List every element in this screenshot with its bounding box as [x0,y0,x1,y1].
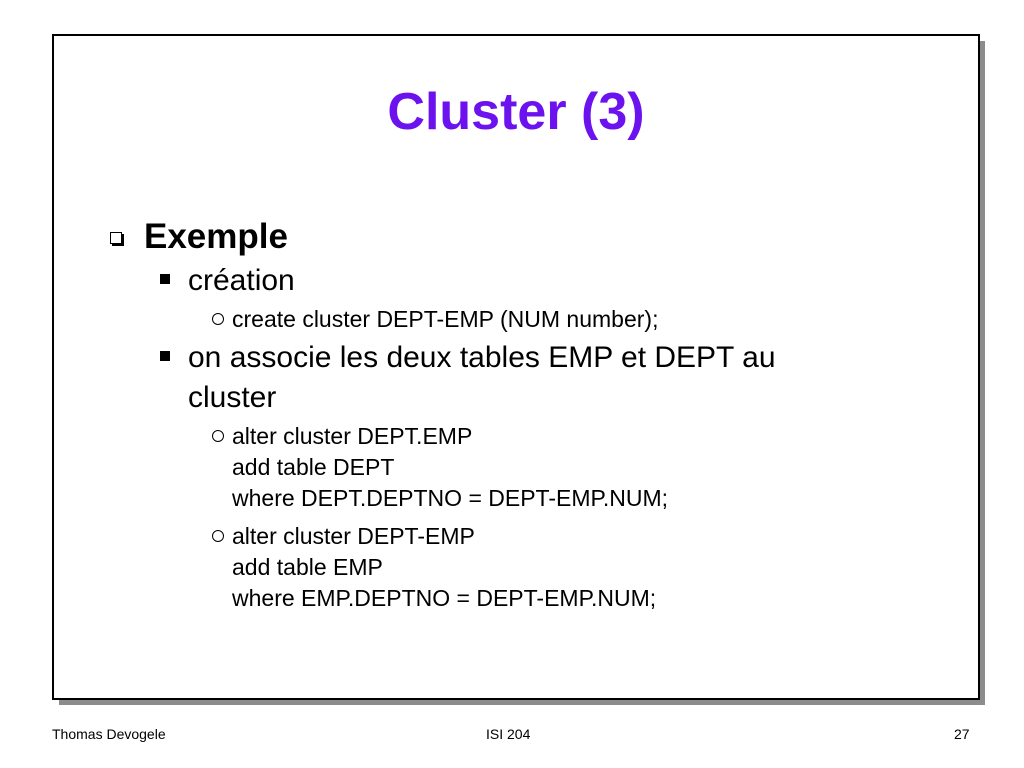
code-line: add table DEPT [232,454,395,480]
code-line: alter cluster DEPT.EMP [232,423,473,449]
item-associe-line1: on associe les deux tables EMP et DEPT a… [188,341,776,374]
sub-item-create-text: create cluster DEPT-EMP (NUM number); [232,306,659,332]
code-line: where DEPT.DEPTNO = DEPT-EMP.NUM; [232,485,669,511]
code-line: alter cluster DEPT-EMP [232,523,475,549]
circle-bullet-icon [212,313,224,325]
circle-bullet-icon [212,430,224,442]
circle-bullet-icon [212,530,224,542]
square-bullet-icon [160,351,170,361]
code-line: where EMP.DEPTNO = DEPT-EMP.NUM; [232,585,657,611]
heading-text: Exemple [144,217,288,256]
slide-frame: Cluster (3) Exemple création create clus… [52,34,980,700]
slide-title: Cluster (3) [387,83,645,141]
square-bullet-icon [160,274,170,284]
footer-author: Thomas Devogele [52,726,166,742]
item-associe-line2: cluster [188,381,277,414]
footer-course: ISI 204 [486,726,531,742]
code-line: add table EMP [232,554,383,580]
item-creation-text: création [188,264,295,297]
footer-page-number: 27 [954,726,970,742]
square-outline-bullet-icon [110,232,122,244]
